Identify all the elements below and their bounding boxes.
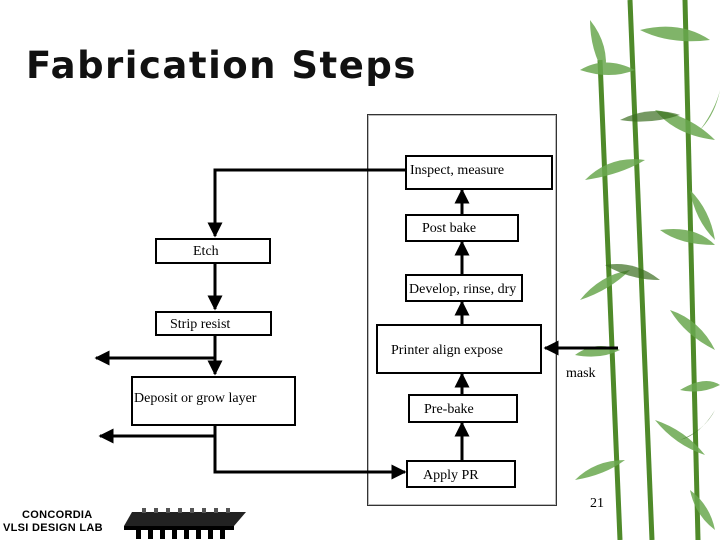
page-number: 21 [590, 496, 604, 511]
lithography-frame [367, 114, 557, 506]
step-pre-bake: Pre-bake [408, 394, 518, 423]
bamboo-decoration [575, 0, 720, 540]
step-deposit-or-grow-layer: Deposit or grow layer [131, 376, 296, 426]
step-post-bake: Post bake [405, 214, 519, 242]
connector-deposit-to-apply-pr [213, 426, 407, 480]
step-etch: Etch [155, 238, 271, 264]
step-develop-rinse-dry: Develop, rinse, dry [405, 274, 523, 302]
logo-line-2: VLSI DESIGN LAB [3, 522, 103, 534]
step-printer-align-expose: Printer align expose [376, 324, 542, 374]
connector-inspect-to-etch [207, 168, 405, 238]
chip-icon [124, 508, 246, 539]
step-strip-resist: Strip resist [155, 311, 272, 336]
logo-line-1: CONCORDIA [22, 509, 93, 521]
mask-label: mask [566, 366, 596, 381]
concordia-vlsi-logo: CONCORDIA VLSI DESIGN LAB [0, 506, 250, 540]
step-apply-pr: Apply PR [406, 460, 516, 488]
step-inspect-measure: Inspect, measure [405, 155, 553, 190]
slide-title: Fabrication Steps [26, 44, 417, 87]
